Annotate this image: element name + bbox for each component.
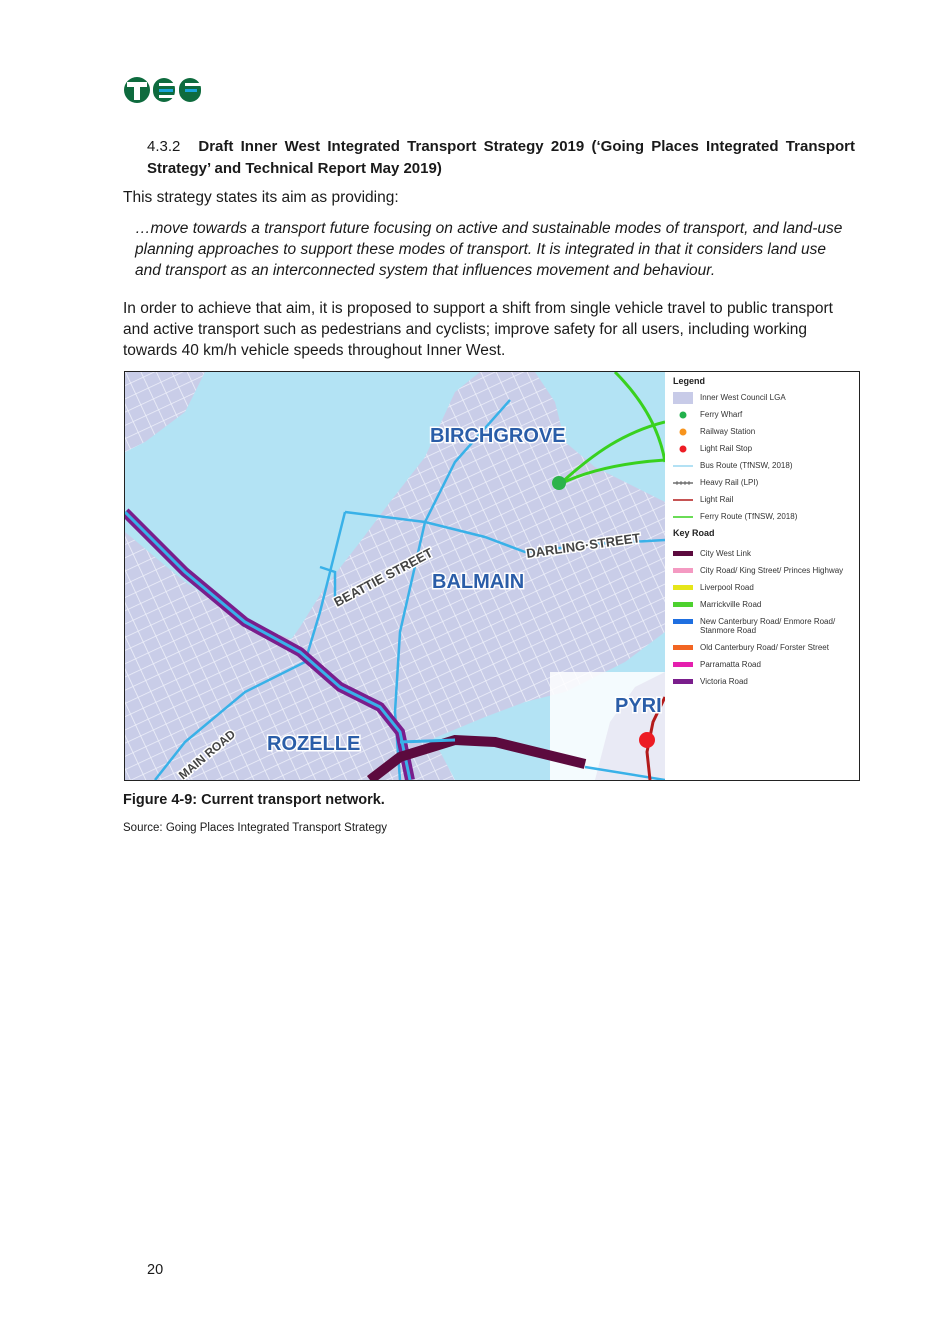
heavy-rail-symbol-icon	[673, 481, 693, 485]
map-canvas: BIRCHGROVE BALMAIN ROZELLE PYRI DARLING·…	[125, 372, 665, 780]
legend-item-heavy-rail: Heavy Rail (LPI)	[673, 477, 859, 493]
map-legend: Legend Inner West Council LGA Ferry Whar…	[665, 372, 859, 780]
figure-caption: Figure 4-9: Current transport network.	[123, 792, 385, 808]
map-label-pyrmont: PYRI	[615, 695, 662, 717]
legend-swatch	[673, 645, 693, 650]
legend-item-ferry-route: Ferry Route (TfNSW, 2018)	[673, 511, 859, 527]
legend-label: Bus Route (TfNSW, 2018)	[700, 461, 793, 470]
legend-label: Light Rail	[700, 495, 734, 504]
legend-label: Liverpool Road	[700, 583, 754, 592]
ferry-wharf-marker	[552, 476, 566, 490]
legend-label: Light Rail Stop	[700, 444, 753, 453]
legend-label: Railway Station	[700, 427, 756, 436]
legend-title: Legend	[673, 376, 706, 386]
legend-label: Marrickville Road	[700, 600, 762, 609]
strategy-quote: …move towards a transport future focusin…	[135, 220, 843, 279]
light-rail-stop-marker	[639, 732, 655, 748]
bus-route	[344, 510, 665, 554]
legend-swatch	[673, 662, 693, 667]
legend-item-liverpool-road: Liverpool Road	[673, 582, 859, 598]
legend-item-old-canterbury-road: Old Canterbury Road/ Forster Street	[673, 642, 859, 658]
bus-route-symbol-icon	[673, 465, 693, 467]
bus-route	[154, 660, 306, 780]
ferry-route	[559, 458, 665, 486]
ferry-route	[613, 372, 665, 463]
legend-item-city-west-link: City West Link	[673, 548, 859, 564]
legend-swatch	[673, 392, 693, 404]
legend-item-light-rail: Light Rail	[673, 494, 859, 510]
legend-label: Parramatta Road	[700, 660, 761, 669]
legend-label: New Canterbury Road/ Enmore Road/ Stanmo…	[700, 617, 836, 635]
legend-label: Ferry Route (TfNSW, 2018)	[700, 512, 798, 521]
figure-source: Source: Going Places Integrated Transpor…	[123, 822, 388, 834]
legend-item-lga: Inner West Council LGA	[673, 392, 859, 408]
legend-item-city-road: City Road/ King Street/ Princes Highway	[673, 565, 859, 581]
aim-paragraph: In order to achieve that aim, it is prop…	[123, 300, 833, 359]
legend-item-light-rail-stop: Light Rail Stop	[673, 443, 859, 459]
legend-swatch	[673, 602, 693, 607]
legend-label: City West Link	[700, 549, 751, 558]
rozelle-land	[125, 532, 455, 780]
ferry-route-symbol-icon	[673, 516, 693, 518]
page-number: 20	[147, 1262, 164, 1278]
map-label-balmain: BALMAIN	[432, 571, 524, 593]
light-rail-symbol-icon	[673, 499, 693, 501]
legend-swatch	[673, 568, 693, 573]
light-rail-stop-symbol-icon	[679, 445, 687, 453]
key-road-title: Key Road	[673, 528, 715, 538]
map-label-birchgrove: BIRCHGROVE	[430, 425, 566, 447]
ferry-wharf-symbol-icon	[679, 411, 687, 419]
legend-item-bus-route: Bus Route (TfNSW, 2018)	[673, 460, 859, 476]
legend-label: Heavy Rail (LPI)	[700, 478, 759, 487]
section-number: 4.3.2	[147, 138, 181, 155]
legend-swatch	[673, 679, 693, 684]
west-land	[125, 372, 205, 452]
bus-route	[584, 765, 665, 780]
legend-item-marrickville-road: Marrickville Road	[673, 599, 859, 615]
transport-network-map: BIRCHGROVE BALMAIN ROZELLE PYRI DARLING·…	[124, 371, 860, 781]
legend-swatch	[673, 551, 693, 556]
company-logo	[123, 76, 203, 104]
intro-paragraph: This strategy states its aim as providin…	[123, 189, 399, 206]
section-title: Draft Inner West Integrated Transport St…	[147, 138, 855, 177]
ferry-route	[558, 420, 665, 486]
legend-label: Inner West Council LGA	[700, 393, 786, 402]
bus-route	[303, 511, 347, 663]
legend-item-parramatta-road: Parramatta Road	[673, 659, 859, 675]
legend-label: City Road/ King Street/ Princes Highway	[700, 566, 844, 575]
legend-item-ferry-wharf: Ferry Wharf	[673, 409, 859, 425]
legend-item-railway-station: Railway Station	[673, 426, 859, 442]
legend-label: Old Canterbury Road/ Forster Street	[700, 643, 829, 652]
bus-route	[319, 565, 337, 602]
legend-label: Ferry Wharf	[700, 410, 743, 419]
legend-swatch	[673, 619, 693, 624]
legend-swatch	[673, 585, 693, 590]
map-label-rozelle: ROZELLE	[267, 733, 360, 755]
legend-item-victoria-road: Victoria Road	[673, 676, 859, 692]
railway-station-symbol-icon	[679, 428, 687, 436]
legend-item-new-canterbury-road: New Canterbury Road/ Enmore Road/ Stanmo…	[673, 616, 859, 638]
legend-label: Victoria Road	[700, 677, 748, 686]
